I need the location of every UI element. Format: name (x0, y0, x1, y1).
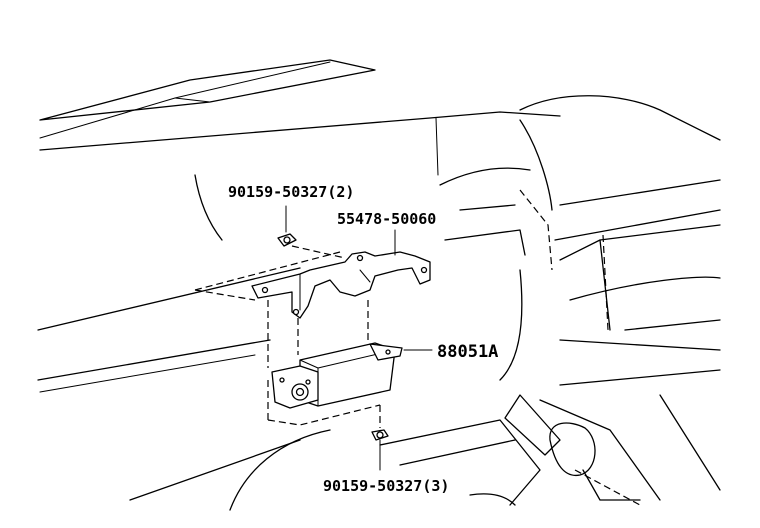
dashboard-outline (37, 59, 721, 511)
bracket (251, 229, 431, 319)
control-module (271, 342, 433, 409)
screw-bottom (371, 429, 389, 471)
callout-screw-bottom: 90159-50327(3) (323, 477, 449, 495)
callout-module: 88051A (437, 342, 498, 362)
screw-top (277, 205, 297, 247)
callout-screw-top: 90159-50327(2) (228, 183, 354, 201)
assembly-guides (194, 245, 381, 428)
callout-bracket: 55478-50060 (337, 210, 436, 228)
